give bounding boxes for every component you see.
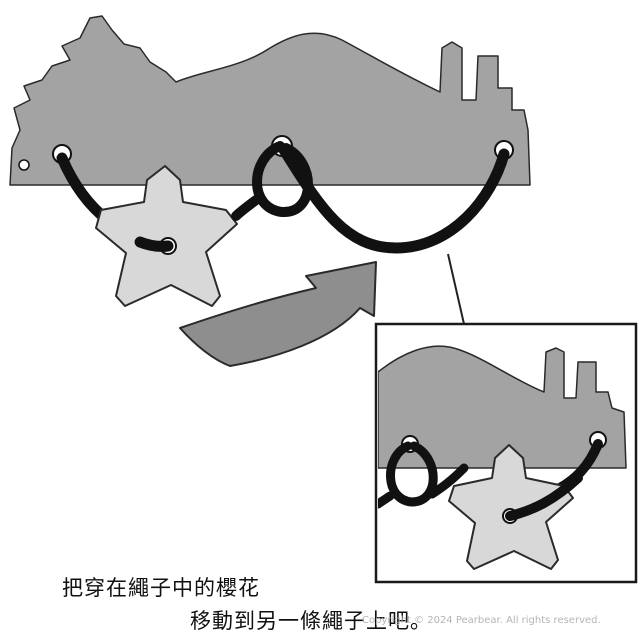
callout-pointer bbox=[447, 253, 497, 327]
center-rope-tail bbox=[231, 195, 261, 221]
detail-flower-rope bbox=[505, 473, 583, 521]
sakura-flower bbox=[95, 165, 238, 307]
left-rope-end bbox=[134, 236, 174, 252]
center-rope-loop bbox=[252, 141, 313, 217]
right-rope bbox=[278, 144, 510, 254]
main-scene bbox=[9, 15, 531, 367]
detail-sakura-flower bbox=[448, 444, 574, 570]
detail-left-rope bbox=[378, 491, 395, 509]
small-hole bbox=[18, 159, 30, 171]
detail-board bbox=[378, 345, 627, 469]
detail-panel bbox=[374, 322, 638, 584]
caption-line-2: 移動到另一條繩子上吧。 bbox=[190, 609, 432, 633]
detail-center-loop bbox=[386, 441, 438, 507]
curved-arrow bbox=[179, 261, 377, 367]
caption-line-1: 把穿在繩子中的櫻花 bbox=[62, 576, 260, 600]
castle-mountain-board bbox=[9, 15, 531, 186]
copyright-watermark: Copyright © 2024 Pearbear. All rights re… bbox=[362, 615, 601, 626]
detail-right-rope-up bbox=[427, 463, 469, 499]
